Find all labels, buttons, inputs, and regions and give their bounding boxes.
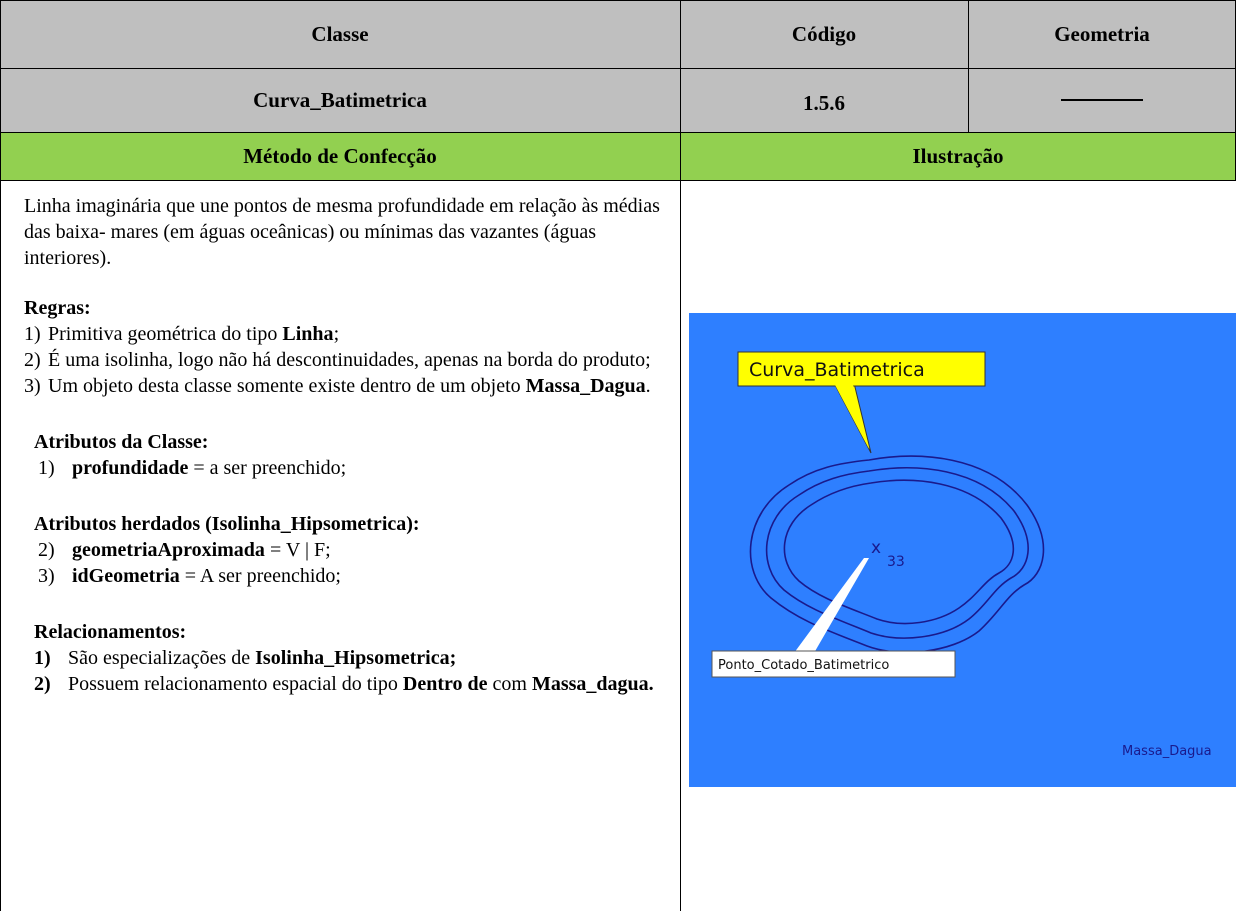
regra-item: 1) Primitiva geométrica do tipo Linha; [24, 323, 340, 345]
header-codigo: Código [680, 0, 968, 68]
illustration-map: x 33 Curva_Batimetrica Ponto_Cotado_Bati… [689, 313, 1236, 787]
herdado-item: 2) geometriaAproximada = V | F; [38, 539, 331, 561]
codigo-value: 1.5.6 [680, 68, 968, 132]
water-area [689, 313, 1236, 787]
border-row2 [0, 132, 1236, 133]
line-geometry-icon [1061, 99, 1143, 101]
regra-item: 3) Um objeto desta classe somente existe… [24, 375, 651, 397]
geometria-value [968, 68, 1236, 132]
callout-box [737, 351, 986, 387]
method-text: Linha imaginária que une pontos de mesma… [24, 193, 674, 697]
regra-item: 2) É uma isolinha, logo não há descontin… [24, 349, 651, 371]
classe-value: Curva_Batimetrica [0, 68, 680, 132]
border-row3 [0, 180, 1236, 181]
relacionamentos-title: Relacionamentos: [34, 621, 187, 643]
callout-label: Curva_Batimetrica [749, 359, 925, 381]
border-codigo [968, 0, 969, 132]
area-label: Massa_Dagua [1122, 744, 1212, 759]
border-row1 [0, 68, 1236, 69]
border-mid [680, 0, 681, 911]
point-callout-pointer [794, 558, 869, 653]
herdado-item: 3) idGeometria = A ser preenchido; [38, 565, 341, 587]
atributo-item: 1) profundidade = a ser preenchido; [38, 457, 347, 479]
atributos-title: Atributos da Classe: [34, 431, 209, 453]
contour-line-middle [765, 467, 1029, 639]
callout-pointer-fill [835, 385, 869, 449]
point-callout-box [711, 650, 956, 678]
section-metodo: Método de Confecção [0, 132, 680, 180]
herdados-title: Atributos herdados (Isolinha_Hipsometric… [34, 513, 420, 535]
border-left [0, 0, 1, 911]
point-label: Ponto_Cotado_Batimetrico [718, 658, 889, 673]
regras-title: Regras: [24, 297, 91, 319]
header-geometria: Geometria [968, 0, 1236, 68]
border-top [0, 0, 1236, 1]
relacionamento-item: 1) São especializações de Isolinha_Hipso… [34, 647, 457, 669]
header-classe: Classe [0, 0, 680, 68]
point-value: 33 [887, 554, 905, 570]
relacionamento-item: 2) Possuem relacionamento espacial do ti… [34, 673, 654, 695]
description-paragraph: Linha imaginária que une pontos de mesma… [24, 195, 660, 269]
section-ilustracao: Ilustração [680, 132, 1236, 180]
contour-line-inner [783, 479, 1015, 625]
point-marker: x [871, 538, 881, 558]
